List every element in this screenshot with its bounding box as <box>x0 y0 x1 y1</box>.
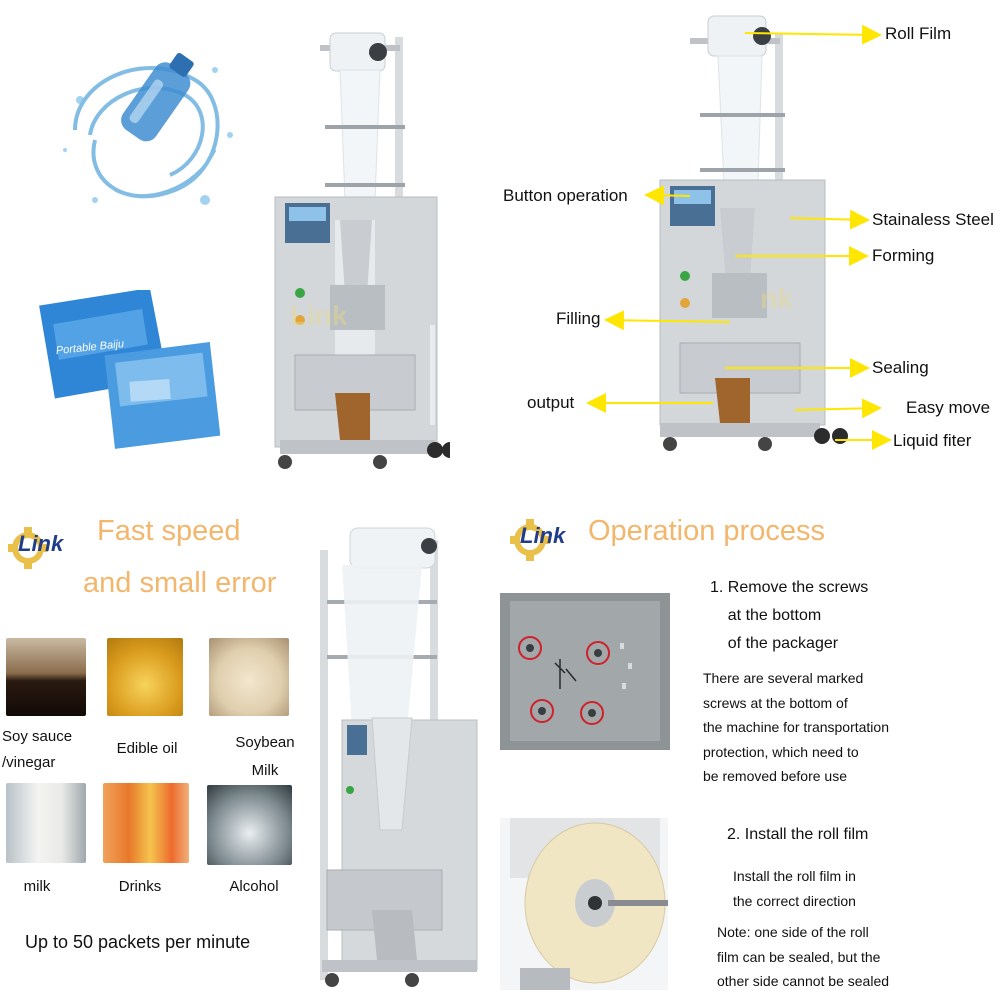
speed-text: Up to 50 packets per minute <box>25 932 251 952</box>
packaging-machine-large-image <box>312 520 487 995</box>
product-label-edible-oil: Edible oil <box>116 740 178 757</box>
callout-arrows <box>586 24 892 450</box>
drinks-image <box>103 783 189 863</box>
logo-text: Link <box>18 531 64 556</box>
step2-description: Install the roll film in the correct dir… <box>733 868 856 909</box>
label-roll-film: Roll Film <box>885 24 952 43</box>
label-output: output <box>527 393 575 412</box>
link-logo: Link <box>8 523 78 573</box>
step1-title: 1. Remove the screws at the bottom of th… <box>710 579 869 652</box>
product-label-soybean-milk: Soybean Milk <box>235 734 295 779</box>
step2-note: Note: one side of the roll film can be s… <box>717 924 890 989</box>
svg-text:Link: Link <box>290 300 348 331</box>
step1-description: There are several marked screws at the b… <box>703 670 889 784</box>
product-label-milk: milk <box>23 878 51 895</box>
label-liquid-filter: Liquid fiter <box>893 431 972 450</box>
promo-title-line2: and small error <box>83 567 277 599</box>
packaging-machine-diagram: nk <box>640 8 855 470</box>
label-button-operation: Button operation <box>503 186 628 205</box>
product-label-drinks: Drinks <box>118 878 162 895</box>
label-sealing: Sealing <box>872 358 929 377</box>
water-pouch-image: Portable Baiju <box>35 287 221 450</box>
soy-sauce-image <box>6 638 86 716</box>
step2-title: 2. Install the roll film <box>727 826 869 843</box>
label-stainless-steel: Stainaless Steel <box>872 210 994 229</box>
logo-text: Link <box>520 523 566 548</box>
alcohol-image <box>207 785 292 865</box>
promo-title-line1: Fast speed <box>97 515 241 547</box>
product-label-alcohol: Alcohol <box>229 878 279 895</box>
label-filling: Filling <box>556 309 601 328</box>
roll-film-photo <box>500 818 668 990</box>
water-splash-image <box>55 40 235 220</box>
svg-text:nk: nk <box>760 283 793 314</box>
packaging-machine-image: Link <box>260 25 458 475</box>
screws-photo <box>500 593 670 750</box>
edible-oil-image <box>107 638 183 716</box>
product-label-soy-sauce: Soy sauce /vinegar <box>2 728 73 771</box>
milk-image <box>6 783 86 863</box>
label-easy-move: Easy move <box>906 398 991 417</box>
label-forming: Forming <box>872 246 935 265</box>
link-logo: Link <box>510 515 580 565</box>
soybean-milk-image <box>209 638 289 716</box>
process-title: Operation process <box>588 515 825 547</box>
